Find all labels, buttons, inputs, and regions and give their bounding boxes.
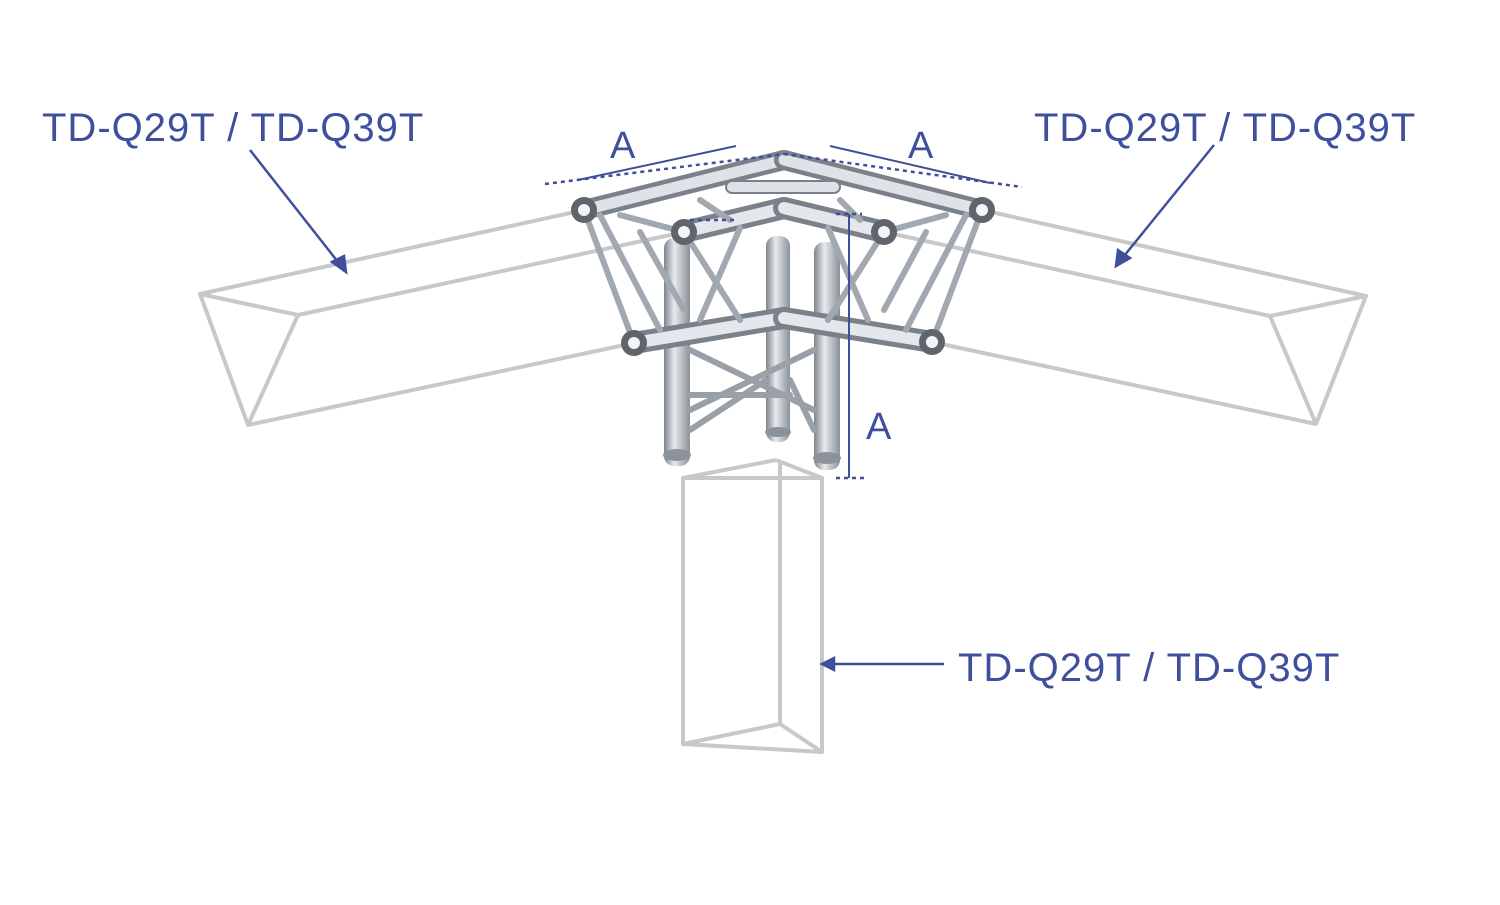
bottom-truss-outline: [681, 458, 824, 754]
left-module-label: TD-Q29T / TD-Q39T: [42, 106, 425, 150]
dimension-label-left-arm: A: [610, 125, 636, 167]
bottom-module-label: TD-Q29T / TD-Q39T: [958, 646, 1341, 690]
dimension-label-vertical-leg: A: [866, 406, 892, 448]
dimension-lines: [544, 145, 1023, 480]
dimension-label-right-arm: A: [908, 125, 934, 167]
truss-corner-piece: [571, 150, 995, 470]
right-module-label: TD-Q29T / TD-Q39T: [1034, 106, 1417, 150]
leader-arrows: [249, 144, 1215, 673]
right-truss-outline: [883, 208, 1368, 426]
chord-end-caps: [571, 197, 995, 356]
